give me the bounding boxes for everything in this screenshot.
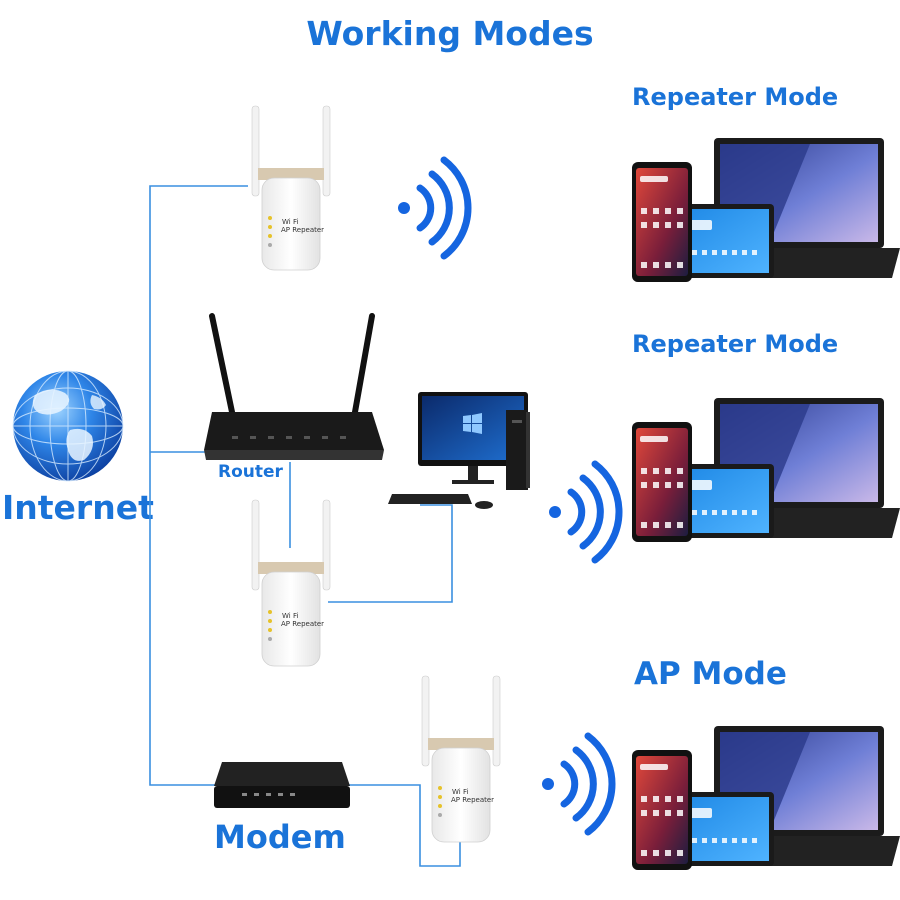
ap-mode-label: AP Mode <box>634 656 787 692</box>
client-devices-3 <box>632 726 900 870</box>
client-devices-1 <box>632 138 900 282</box>
client-devices-2 <box>632 398 900 542</box>
wifi-extender-3: Wi Fi AP Repeater <box>421 675 501 843</box>
modem-icon <box>214 762 350 808</box>
wifi-signal-icon-2 <box>549 460 623 564</box>
router-label: Router <box>218 462 283 482</box>
repeater-mode-label-2: Repeater Mode <box>632 330 839 358</box>
page-title: Working Modes <box>306 14 594 53</box>
svg-text:Wi Fi: Wi Fi <box>452 788 468 796</box>
svg-text:Wi Fi: Wi Fi <box>282 612 298 620</box>
svg-text:Wi Fi: Wi Fi <box>282 218 298 226</box>
wifi-extender-2: Wi Fi AP Repeater <box>251 499 331 667</box>
wifi-signal-icon-3 <box>542 732 616 836</box>
router-icon <box>204 313 384 460</box>
internet-label: Internet <box>2 488 154 527</box>
globe-icon <box>12 370 124 482</box>
wifi-signal-icon-1 <box>398 156 472 260</box>
connection-lines <box>149 185 461 867</box>
wifi-extender-1: Wi Fi AP Repeater <box>251 105 331 271</box>
svg-text:AP Repeater: AP Repeater <box>451 796 494 804</box>
desktop-pc-icon <box>388 392 530 509</box>
repeater-mode-label-1: Repeater Mode <box>632 83 839 111</box>
modem-label: Modem <box>214 818 346 856</box>
svg-text:AP Repeater: AP Repeater <box>281 620 324 628</box>
svg-text:AP Repeater: AP Repeater <box>281 226 324 234</box>
